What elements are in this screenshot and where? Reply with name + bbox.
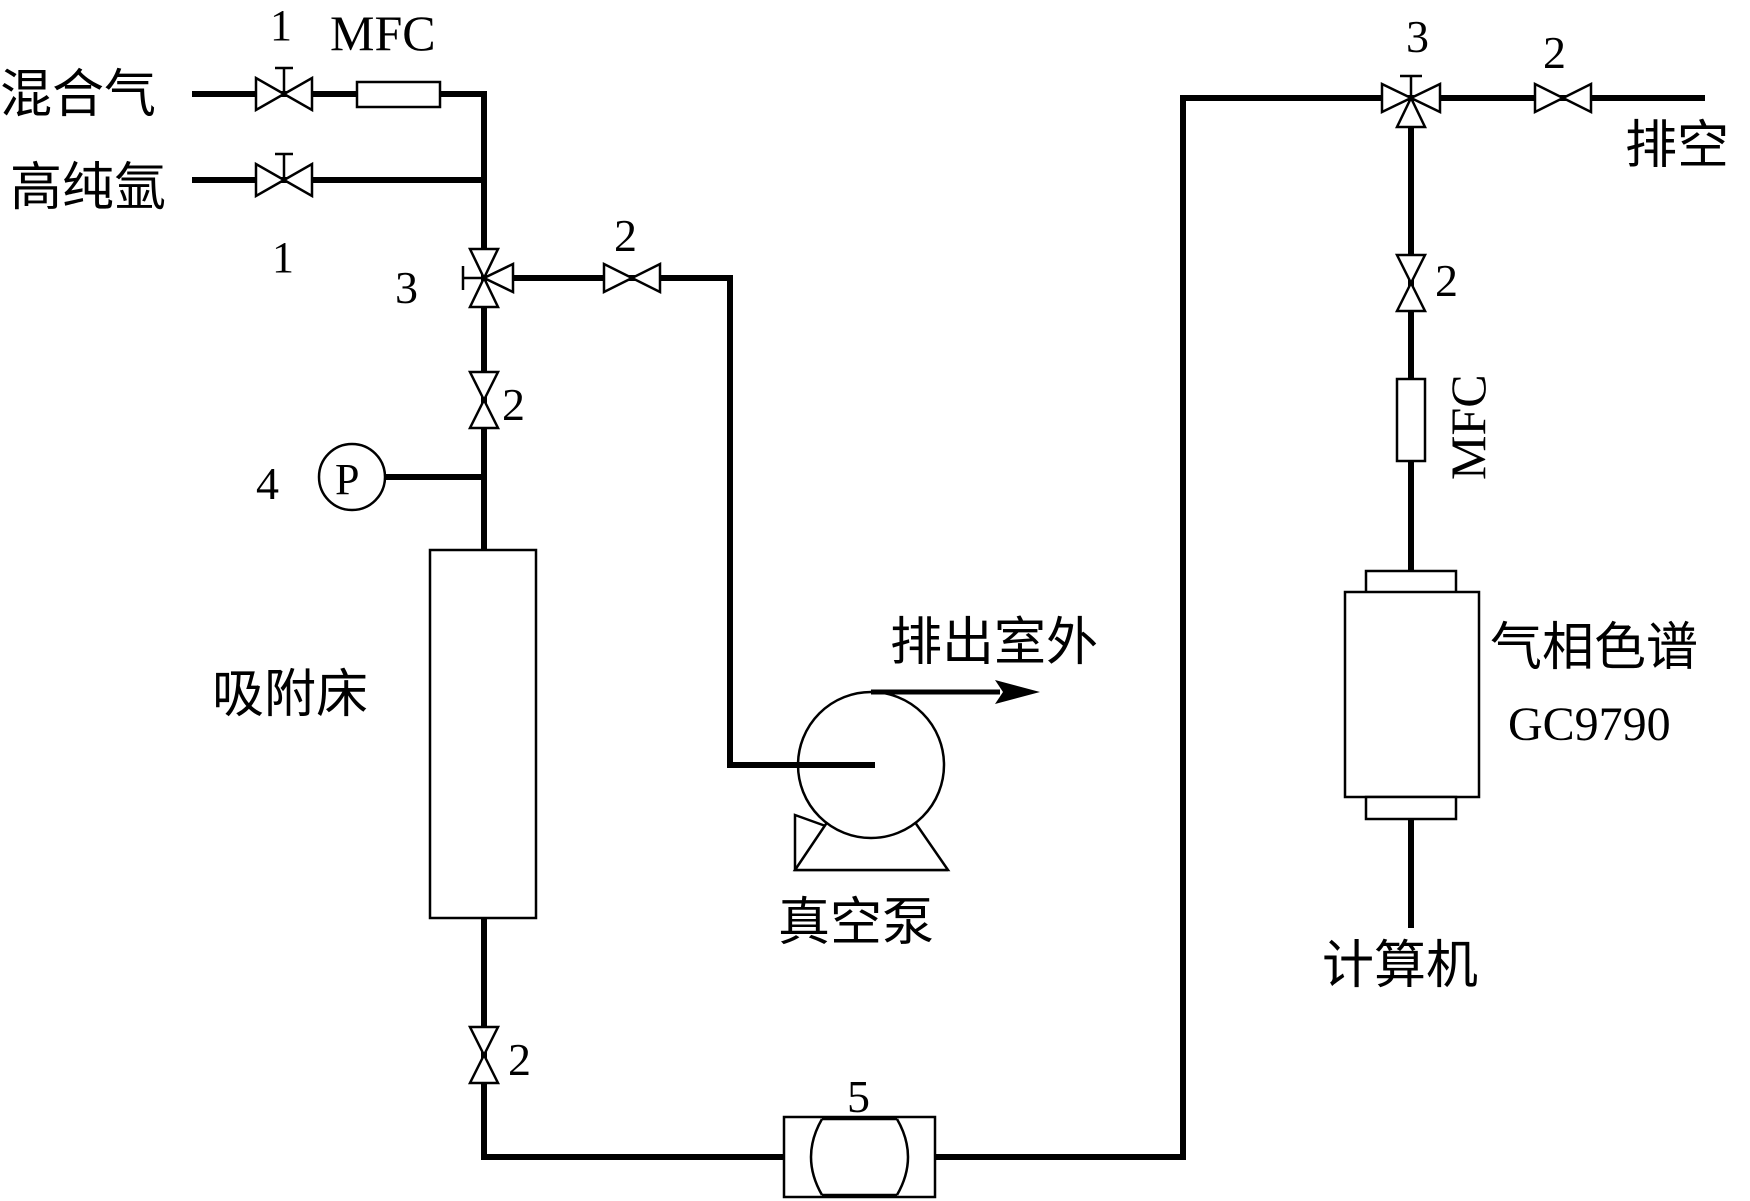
mfc-right-box bbox=[1395, 377, 1427, 463]
label-mfc-top: MFC bbox=[330, 5, 436, 61]
label-gc-model: GC9790 bbox=[1508, 698, 1671, 751]
adsorption-bed-column bbox=[428, 548, 538, 920]
label-computer: 计算机 bbox=[1322, 936, 1478, 996]
valve-1-mixed-gas[interactable] bbox=[254, 66, 314, 113]
label-valve-2-upper-left: 2 bbox=[502, 379, 525, 430]
component-5 bbox=[782, 1115, 937, 1199]
valve-2-vent-line[interactable] bbox=[1533, 81, 1593, 115]
label-valve-3-left: 3 bbox=[395, 262, 418, 313]
label-valve-1-bottom: 1 bbox=[272, 233, 294, 282]
label-valve-2-lower-left: 2 bbox=[508, 1034, 531, 1085]
label-valve-2-vent-line: 2 bbox=[1543, 27, 1566, 78]
pipe-to-gc-line bbox=[932, 95, 1705, 1160]
pressure-gauge bbox=[317, 442, 387, 512]
label-adsorption-bed: 吸附床 bbox=[212, 665, 368, 725]
exhaust-arrow-icon bbox=[995, 680, 1040, 704]
label-valve-3-right: 3 bbox=[1406, 11, 1429, 62]
label-mixed-gas: 混合气 bbox=[0, 65, 156, 125]
mfc-top-box bbox=[355, 80, 442, 109]
gas-chromatograph-unit bbox=[1343, 569, 1481, 821]
pipe-bed-outlet bbox=[481, 915, 787, 1160]
three-way-valve-right[interactable] bbox=[1380, 74, 1442, 129]
valve-2-right-column[interactable] bbox=[1394, 253, 1428, 313]
label-gas-chromatograph: 气相色谱 bbox=[1490, 618, 1698, 678]
label-gauge-p: P bbox=[335, 455, 359, 504]
label-valve-2-pump-line: 2 bbox=[614, 210, 637, 261]
label-exhaust-outdoors: 排出室外 bbox=[890, 613, 1098, 673]
label-gauge-number: 4 bbox=[256, 458, 279, 509]
label-component-5: 5 bbox=[847, 1071, 870, 1122]
label-vacuum-pump: 真空泵 bbox=[778, 893, 934, 953]
label-valve-1-top: 1 bbox=[270, 1, 292, 50]
vacuum-pump bbox=[727, 680, 1040, 872]
pipe-vacuum-line bbox=[481, 275, 875, 768]
three-way-valve-left[interactable] bbox=[461, 247, 515, 309]
label-high-purity-argon: 高纯氩 bbox=[10, 158, 166, 218]
label-vent: 排空 bbox=[1625, 116, 1729, 176]
valve-2-lower-left[interactable] bbox=[467, 1025, 501, 1085]
valve-1-argon[interactable] bbox=[254, 152, 314, 199]
valve-2-pump-line[interactable] bbox=[602, 261, 662, 295]
label-mfc-right: MFC bbox=[1440, 374, 1496, 480]
valve-2-upper-left[interactable] bbox=[467, 370, 501, 430]
label-valve-2-right-column: 2 bbox=[1435, 255, 1458, 306]
